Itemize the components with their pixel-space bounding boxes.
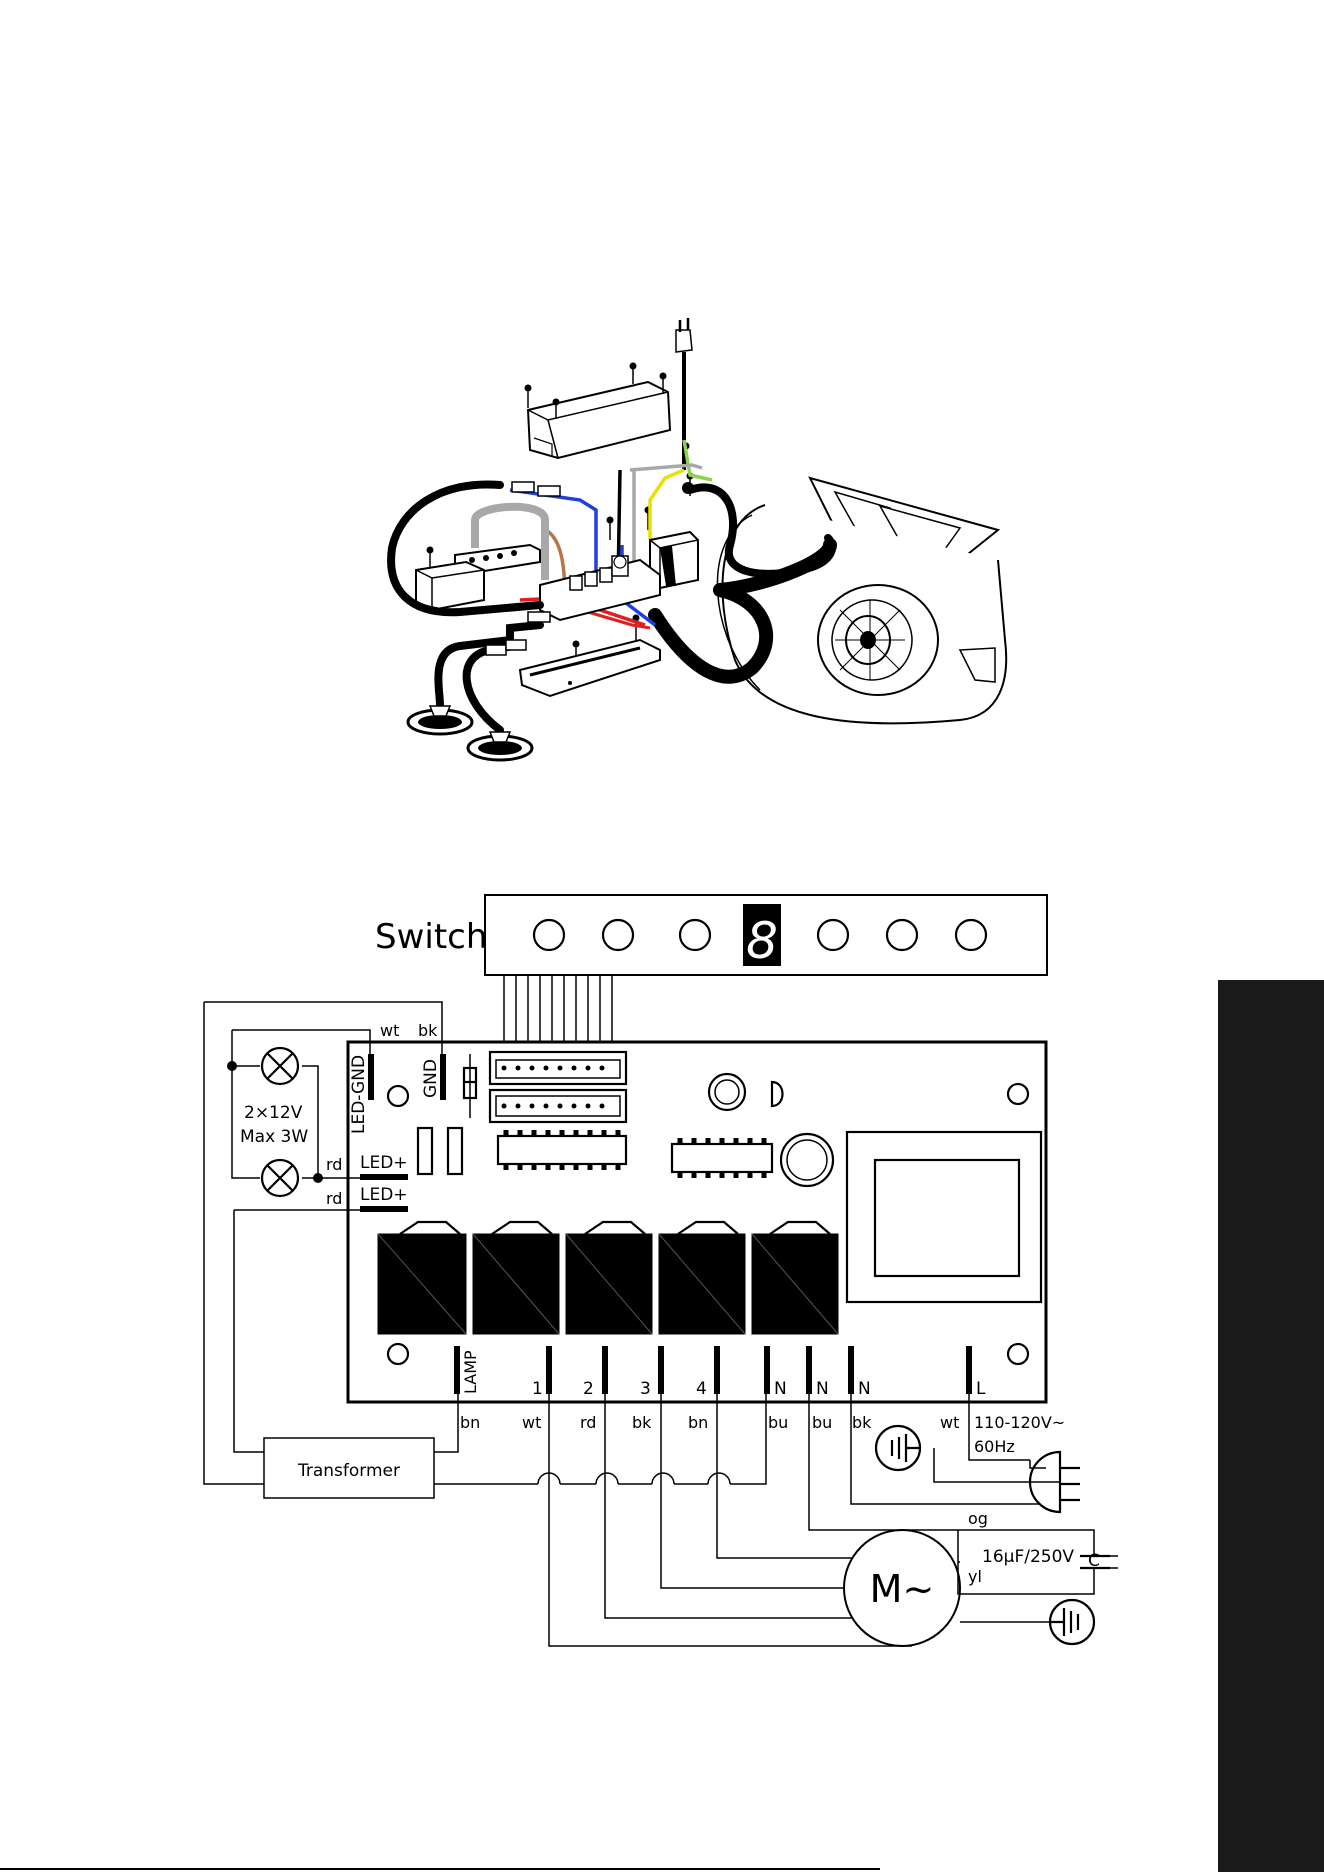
capacitor-label: C <box>1088 1551 1100 1571</box>
wire-crossovers <box>538 1473 730 1484</box>
led-plus-terminal-2 <box>360 1206 408 1212</box>
power-ground-symbol <box>876 1426 920 1470</box>
terminal-label-n3: N <box>858 1379 871 1399</box>
wire-label-rd-2: rd <box>580 1413 596 1432</box>
terminal-label-n2: N <box>816 1379 829 1399</box>
transformer-label: Transformer <box>297 1461 400 1481</box>
connector <box>512 482 534 492</box>
control-board-part <box>540 556 660 620</box>
relays <box>378 1222 838 1334</box>
lamp-fixture-2 <box>468 732 532 760</box>
blower-fan <box>717 478 1006 723</box>
wire-label-og: og <box>968 1509 988 1528</box>
terminal-label-3: 3 <box>640 1379 651 1399</box>
connector <box>486 645 506 655</box>
switch-label: Switch <box>375 917 487 957</box>
display-digit: 8 <box>746 912 778 970</box>
terminal-label-l: L <box>976 1379 986 1399</box>
lamp-cable-2 <box>467 645 520 730</box>
wire-label-bk-n3: bk <box>852 1413 872 1432</box>
lamp-cable-1 <box>438 625 540 705</box>
wire-label-rd-2: rd <box>326 1189 342 1208</box>
led-gnd-label: LED-GND <box>349 1055 369 1134</box>
terminal-label-n1: N <box>774 1379 787 1399</box>
wire-label-wt-top: wt <box>380 1021 399 1040</box>
lamp-terminal-label: LAMP <box>461 1350 480 1394</box>
capacitor-rating: 16μF/250V <box>982 1547 1074 1567</box>
lamp-fixture-1 <box>408 706 472 734</box>
frequency-label: 60Hz <box>974 1437 1015 1456</box>
voltage-label: 110-120V~ <box>974 1413 1065 1432</box>
wire-label-rd-1: rd <box>326 1155 342 1174</box>
lamp-rating-1: 2×12V <box>244 1103 303 1123</box>
transformer-part <box>416 562 484 610</box>
gnd-label: GND <box>421 1059 441 1098</box>
terminal-label-2: 2 <box>583 1379 594 1399</box>
motor-wire-4 <box>717 1394 860 1558</box>
connector <box>538 486 560 496</box>
connector <box>528 612 550 622</box>
connector <box>506 640 526 650</box>
wire-label-wt-l: wt <box>940 1413 959 1432</box>
side-tab <box>1218 980 1324 1872</box>
yellow-wire <box>650 470 684 540</box>
ground-point <box>682 482 694 494</box>
switch-plate-part <box>520 640 660 696</box>
motor-ground-symbol <box>1050 1600 1094 1644</box>
motor-label: M~ <box>870 1567 935 1611</box>
led-plus-terminal-1 <box>360 1174 408 1180</box>
lamp-bulb-2 <box>262 1160 298 1196</box>
transformer-neutral-wire <box>434 1394 766 1484</box>
wire-label-bk-top: bk <box>418 1021 438 1040</box>
led-plus-label-2: LED+ <box>360 1185 408 1205</box>
terminal-label-4: 4 <box>696 1379 707 1399</box>
grey-wire <box>630 465 702 470</box>
wire-label-yl: yl <box>968 1567 982 1586</box>
wire-label-bk-3: bk <box>632 1413 652 1432</box>
lamp-bulb-1 <box>262 1048 298 1084</box>
electronics-cover <box>528 382 670 458</box>
led-plus-label-1: LED+ <box>360 1153 408 1173</box>
assembly-illustration <box>391 318 1006 760</box>
wire-label-wt-1: wt <box>522 1413 541 1432</box>
terminal-label-1: 1 <box>532 1379 543 1399</box>
wire-label-bu-n1: bu <box>768 1413 788 1432</box>
lamp-rating-2: Max 3W <box>240 1127 308 1147</box>
wire-label-bu-n2: bu <box>812 1413 832 1432</box>
wire-label-bn-4: bn <box>688 1413 708 1432</box>
wire-label-bn-lamp: bn <box>460 1413 480 1432</box>
footer-rule <box>0 1868 880 1870</box>
wiring-schematic: Switch 8 <box>204 895 1118 1646</box>
